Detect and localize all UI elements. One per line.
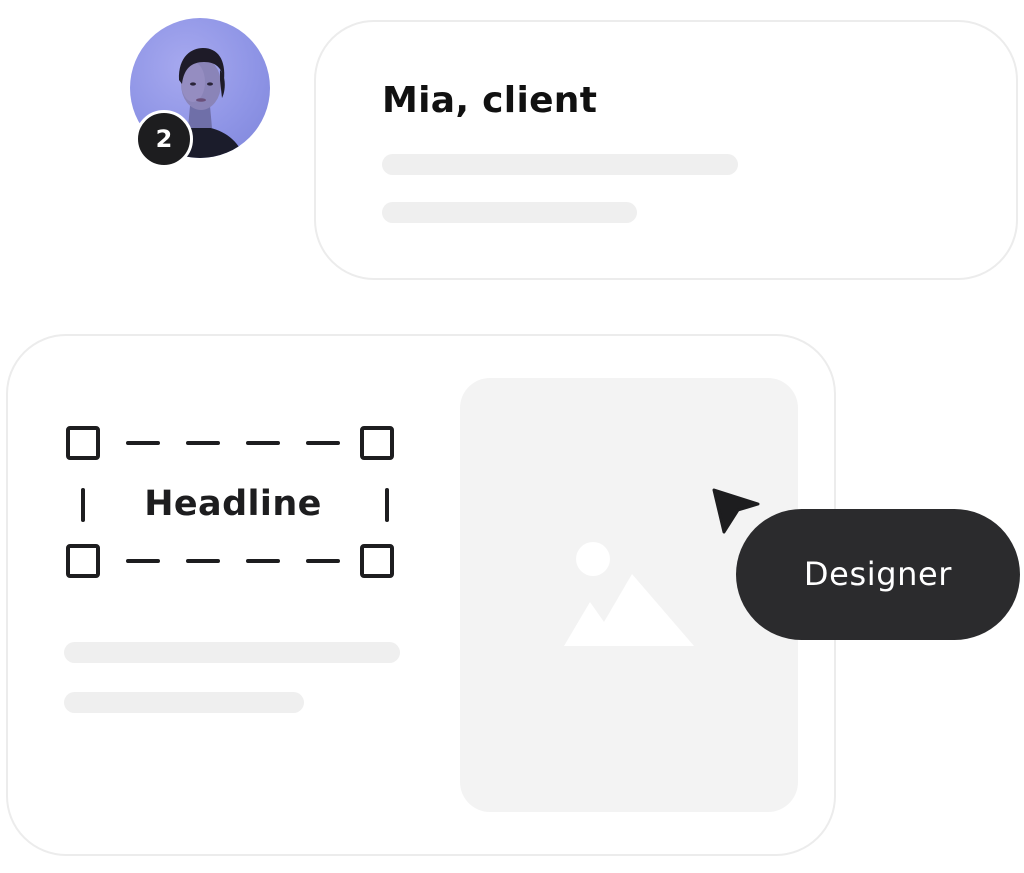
resize-handle-bottom-right[interactable] xyxy=(360,544,394,578)
headline-selection-box[interactable]: Headline xyxy=(64,424,404,586)
selection-dash xyxy=(306,441,340,445)
selection-dash xyxy=(186,559,220,563)
selection-dash xyxy=(186,441,220,445)
comment-text-placeholder-line xyxy=(382,154,738,175)
image-icon xyxy=(564,542,694,646)
comment-card[interactable]: Mia, client xyxy=(314,20,1018,280)
selection-dash xyxy=(306,559,340,563)
notification-badge: 2 xyxy=(135,110,193,168)
selection-dash xyxy=(126,559,160,563)
selection-dash xyxy=(385,488,389,522)
comment-author: Mia, client xyxy=(382,80,598,121)
collaborator-cursor-label: Designer xyxy=(736,509,1020,640)
body-text-placeholder-line xyxy=(64,642,400,663)
resize-handle-top-right[interactable] xyxy=(360,426,394,460)
selection-dash xyxy=(246,559,280,563)
editor-card[interactable]: Headline xyxy=(6,334,836,856)
selection-dash xyxy=(246,441,280,445)
resize-handle-bottom-left[interactable] xyxy=(66,544,100,578)
headline-text[interactable]: Headline xyxy=(144,484,322,524)
cursor-arrow-icon xyxy=(712,488,760,534)
body-text-placeholder-line xyxy=(64,692,304,713)
selection-dash xyxy=(81,488,85,522)
comment-text-placeholder-line xyxy=(382,202,637,223)
selection-dash xyxy=(126,441,160,445)
resize-handle-top-left[interactable] xyxy=(66,426,100,460)
